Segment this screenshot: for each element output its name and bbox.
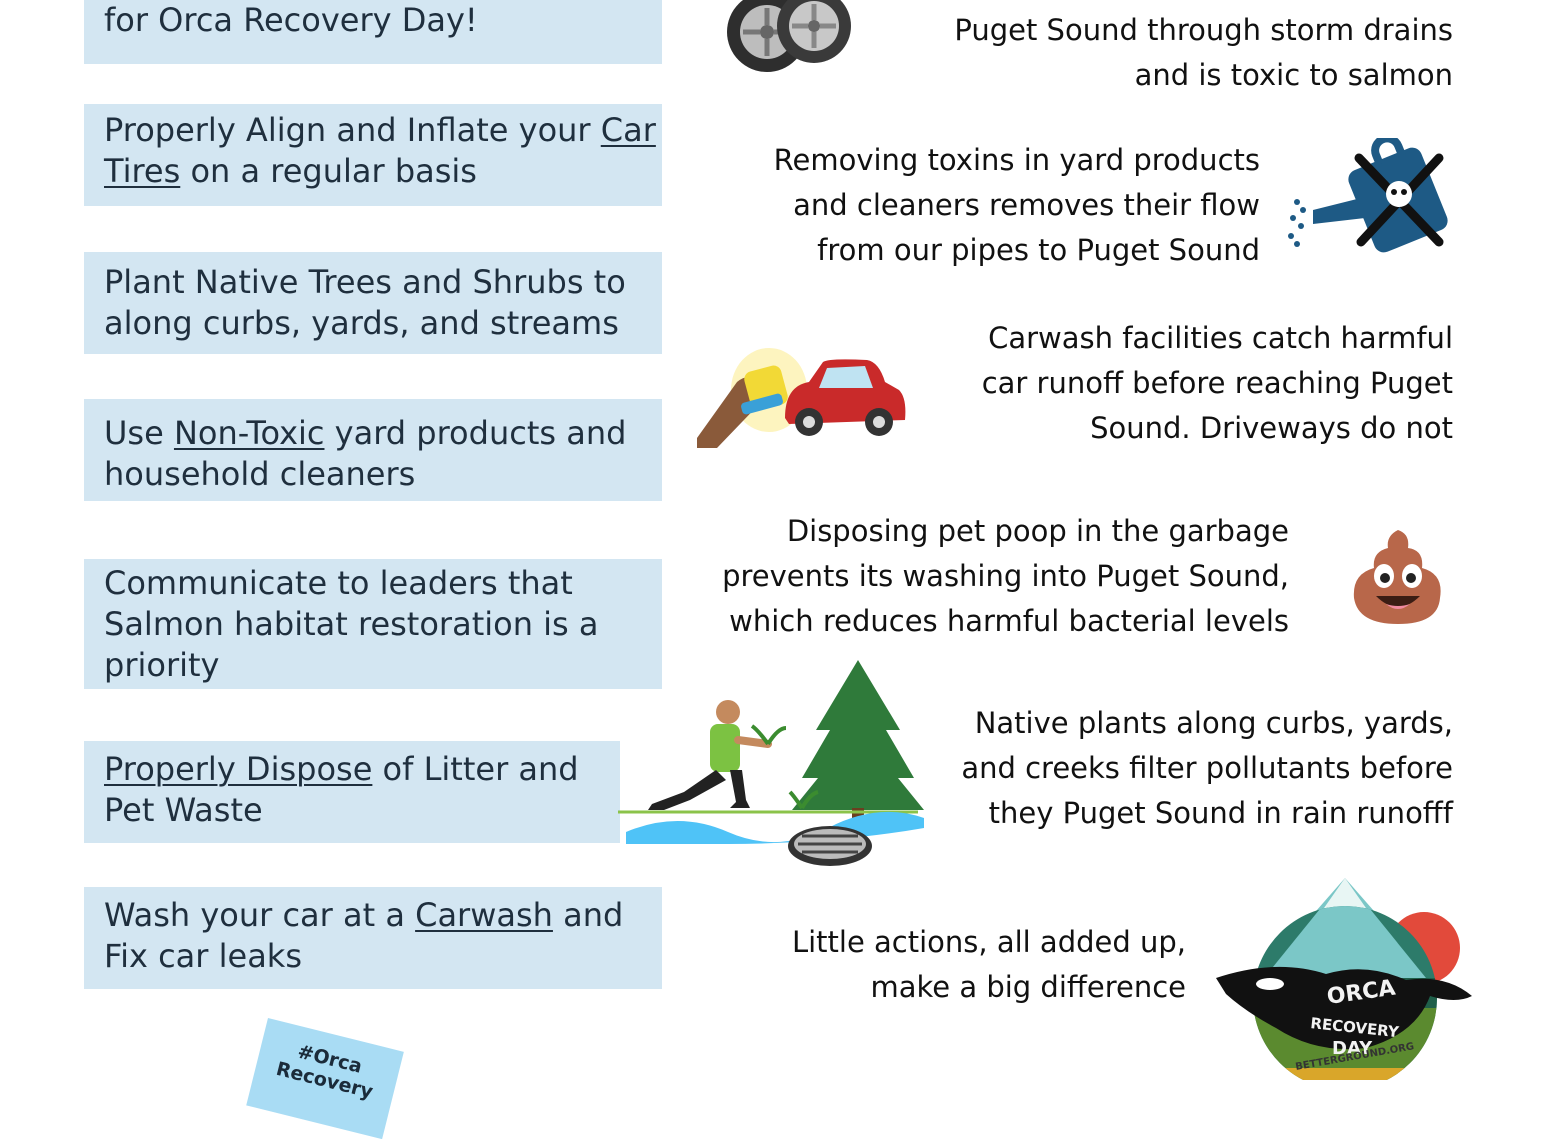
carwash-link[interactable]: Carwash	[415, 896, 553, 934]
fact-tires: Puget Sound through storm drains and is …	[954, 13, 1453, 92]
hashtag-card: #Orca Recovery	[246, 1018, 404, 1139]
action-box-non-toxic: Use Non-Toxic yard products and househol…	[84, 399, 662, 501]
action-box-carwash: Wash your car at a Carwash and Fix car l…	[84, 887, 662, 989]
non-toxic-link[interactable]: Non-Toxic	[173, 414, 325, 452]
car-tires-link[interactable]: Car Tires	[104, 111, 656, 190]
poop-emoji-icon	[1353, 530, 1441, 624]
action-box-communicate: Communicate to leaders that Salmon habit…	[84, 559, 662, 689]
action-box-native-trees: Plant Native Trees and Shrubs to along c…	[84, 252, 662, 354]
no-toxic-spray-icon	[1288, 138, 1448, 253]
fact-pet-poop: Disposing pet poop in the garbage preven…	[722, 514, 1289, 638]
fact-native-plants: Native plants along curbs, yards, and cr…	[961, 706, 1453, 830]
action-box-orca-day: for Orca Recovery Day!	[84, 0, 662, 64]
fact-toxins: Removing toxins in yard products and cle…	[773, 143, 1260, 267]
tires-icon	[727, 0, 851, 72]
action-box-dispose: Properly Dispose of Litter and Pet Waste	[84, 741, 620, 843]
orca-recovery-day-logo: ORCA RECOVERY DAY BETTERGROUND.ORG	[1216, 878, 1472, 1080]
native-planting-icon	[618, 660, 924, 866]
fact-carwash: Carwash facilities catch harmful car run…	[981, 321, 1453, 445]
properly-dispose-link[interactable]: Properly Dispose	[104, 750, 373, 788]
action-box-car-tires: Properly Align and Inflate your Car Tire…	[84, 104, 662, 206]
svg-text:DAY: DAY	[1332, 1038, 1373, 1059]
carwash-icon	[697, 348, 906, 448]
closing-message: Little actions, all added up, make a big…	[791, 925, 1186, 1004]
